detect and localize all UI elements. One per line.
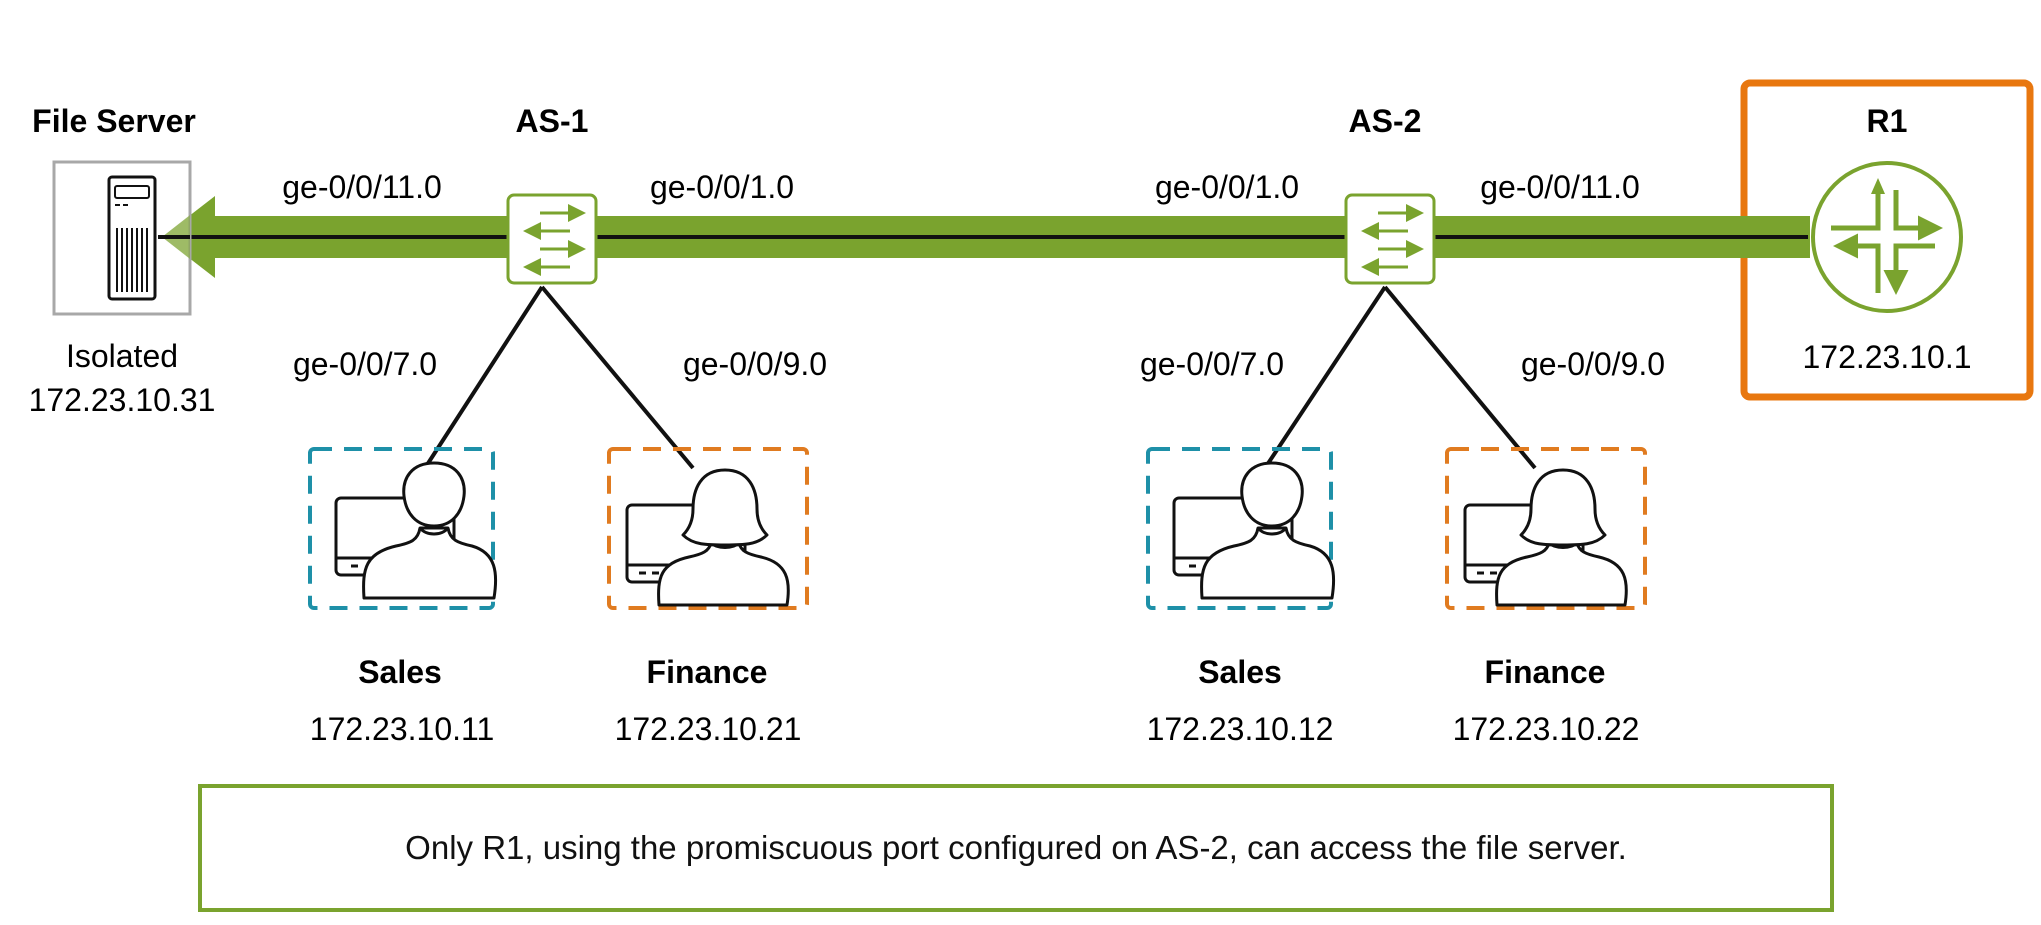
as2-port-left: ge-0/0/1.0 bbox=[1155, 169, 1299, 205]
as1-switch-icon[interactable] bbox=[508, 195, 596, 283]
as2-switch-icon[interactable] bbox=[1346, 195, 1434, 283]
host-as2-finance-ip: 172.23.10.22 bbox=[1453, 711, 1640, 747]
as2-link-finance bbox=[1383, 285, 1537, 470]
file-server-role: Isolated bbox=[66, 338, 178, 374]
note-callout: Only R1, using the promiscuous port conf… bbox=[198, 784, 1834, 912]
sales-group-frame bbox=[308, 447, 495, 610]
as1-port-left: ge-0/0/11.0 bbox=[282, 169, 442, 205]
as2-link-sales bbox=[1263, 285, 1387, 470]
r1-ip: 172.23.10.1 bbox=[1802, 339, 1971, 375]
host-as1-finance[interactable] bbox=[607, 447, 809, 610]
host-as2-sales[interactable] bbox=[1146, 447, 1336, 610]
as1-link-finance bbox=[540, 285, 695, 470]
finance-group-frame bbox=[607, 447, 809, 610]
as1-title: AS-1 bbox=[516, 103, 589, 139]
host-as1-sales-ip: 172.23.10.11 bbox=[310, 711, 494, 747]
sales-group-frame bbox=[1146, 447, 1333, 610]
host-as2-sales-group: Sales bbox=[1198, 654, 1282, 690]
as2-port-down-left: ge-0/0/7.0 bbox=[1140, 346, 1284, 382]
note-text: Only R1, using the promiscuous port conf… bbox=[405, 829, 1627, 866]
file-server[interactable] bbox=[52, 160, 192, 316]
router-icon[interactable] bbox=[1811, 161, 1963, 313]
as2-port-down-right: ge-0/0/9.0 bbox=[1521, 346, 1665, 382]
as1-link-sales bbox=[423, 285, 544, 470]
female-user-workstation-icon bbox=[625, 468, 790, 607]
file-server-title: File Server bbox=[32, 103, 196, 139]
as1-port-down-left: ge-0/0/7.0 bbox=[293, 346, 437, 382]
host-as1-sales-group: Sales bbox=[358, 654, 442, 690]
male-user-workstation-icon bbox=[1172, 461, 1336, 600]
as1-port-right: ge-0/0/1.0 bbox=[650, 169, 794, 205]
female-user-workstation-icon bbox=[1463, 468, 1628, 607]
host-as2-finance-group: Finance bbox=[1485, 654, 1606, 690]
host-as1-finance-group: Finance bbox=[647, 654, 768, 690]
server-tower-icon bbox=[107, 175, 157, 301]
as2-title: AS-2 bbox=[1349, 103, 1422, 139]
r1-title: R1 bbox=[1867, 103, 1908, 139]
host-as1-sales[interactable] bbox=[308, 447, 498, 610]
finance-group-frame bbox=[1445, 447, 1647, 610]
as1-port-down-right: ge-0/0/9.0 bbox=[683, 346, 827, 382]
host-as2-sales-ip: 172.23.10.12 bbox=[1147, 711, 1334, 747]
host-as1-finance-ip: 172.23.10.21 bbox=[615, 711, 802, 747]
as2-port-right: ge-0/0/11.0 bbox=[1480, 169, 1640, 205]
male-user-workstation-icon bbox=[334, 461, 498, 600]
host-as2-finance[interactable] bbox=[1445, 447, 1647, 610]
file-server-ip: 172.23.10.31 bbox=[29, 382, 216, 418]
